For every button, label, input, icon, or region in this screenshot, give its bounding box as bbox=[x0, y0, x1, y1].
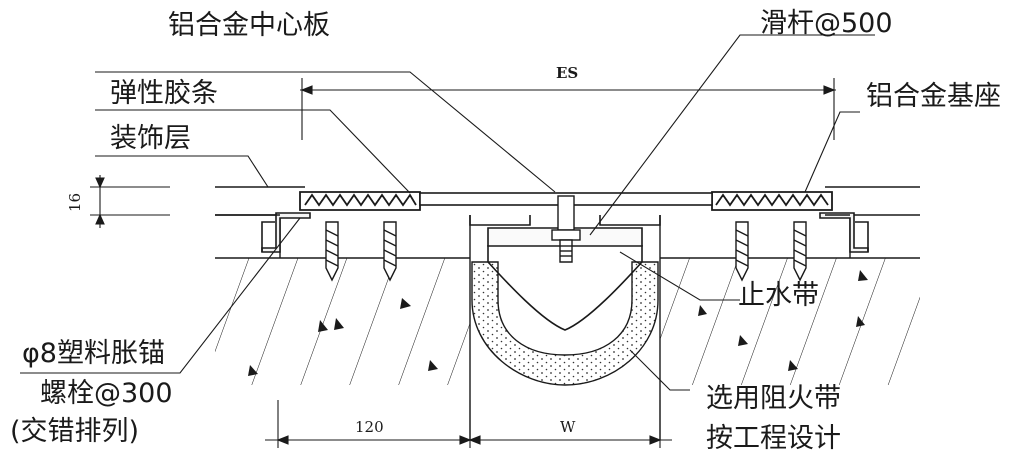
elastic-strip-right bbox=[711, 191, 833, 211]
label-anchor-3: (交错排列) bbox=[10, 416, 140, 447]
dimension-base-width-label: 120 bbox=[355, 418, 384, 436]
label-anchor-1: φ8塑料胀锚 bbox=[22, 338, 165, 369]
label-fire-barrier-1: 选用阻火带 bbox=[706, 383, 841, 414]
aggregate-marks bbox=[248, 270, 868, 376]
label-finish-layer: 装饰层 bbox=[110, 123, 191, 154]
fire-barrier bbox=[471, 261, 659, 386]
dimension-es bbox=[300, 78, 836, 140]
waterstop-strip bbox=[487, 245, 643, 331]
base-seat-right bbox=[819, 212, 869, 253]
dimension-thickness bbox=[90, 175, 170, 228]
dimension-bottom bbox=[265, 400, 672, 448]
label-elastic-strip: 弹性胶条 bbox=[110, 78, 218, 109]
anchor-bolts bbox=[325, 221, 807, 282]
label-anchor-2: 螺栓@300 bbox=[40, 378, 173, 409]
label-center-plate: 铝合金中心板 bbox=[168, 10, 330, 41]
base-seat-left bbox=[261, 212, 311, 253]
label-base-seat: 铝合金基座 bbox=[866, 81, 1001, 112]
label-slide-bar: 滑杆@500 bbox=[760, 8, 893, 39]
dimension-es-label: ES bbox=[556, 64, 579, 82]
label-fire-barrier-2: 按工程设计 bbox=[706, 423, 841, 454]
dimension-gap-label: W bbox=[560, 418, 576, 436]
elastic-strip-left bbox=[299, 191, 421, 211]
slide-bar bbox=[551, 195, 581, 263]
leader-lines bbox=[20, 34, 875, 391]
dimension-thickness-label: 16 bbox=[66, 192, 85, 213]
finish-layer bbox=[215, 186, 920, 216]
label-waterstop: 止水带 bbox=[738, 280, 819, 311]
